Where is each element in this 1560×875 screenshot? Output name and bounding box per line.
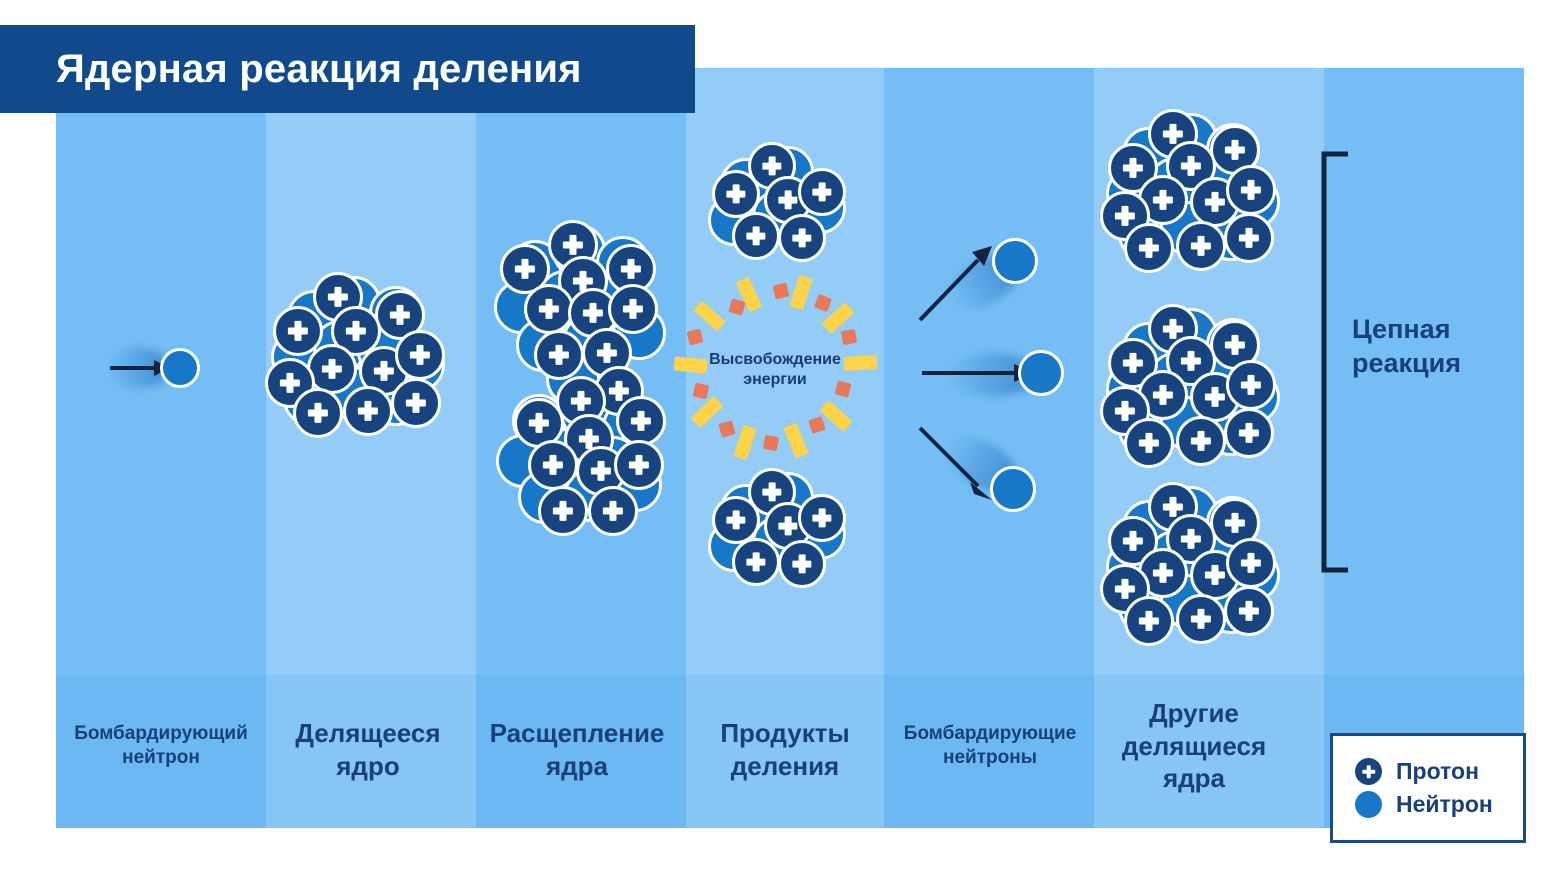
stage-column-1 — [56, 68, 266, 828]
other-fissile-nucleus-2 — [1098, 300, 1280, 468]
legend-item-neutron: Нейтрон — [1355, 791, 1523, 818]
stage-label-nucleus-splitting: Расщепление ядра — [489, 718, 665, 781]
stage-label-other-fissile-nuclei: Другие делящиеся ядра — [1121, 698, 1267, 793]
emitted-neutron-1 — [916, 238, 1040, 324]
stage-label-fissile-nucleus: Делящееся ядро — [295, 718, 441, 781]
chain-reaction-label: Цепная реакция — [1352, 314, 1461, 378]
stage-label-bombarding-neutron: Бомбардирующий нейтрон — [74, 723, 248, 768]
title-banner: Ядерная реакция деления — [0, 25, 695, 113]
other-fissile-nucleus-1 — [1098, 105, 1280, 273]
emitted-neutron-3 — [916, 424, 1040, 512]
energy-release-label: Высвобождение энергии — [709, 351, 841, 388]
energy-release-burst: Высвобождение энергии — [673, 272, 878, 464]
neutron-circle — [160, 348, 200, 388]
chain-reaction-bracket — [1321, 151, 1348, 573]
splitting-nucleus-cluster — [490, 218, 666, 548]
other-fissile-nucleus-3 — [1098, 478, 1280, 646]
emitted-neutron-arrow-3-icon — [918, 426, 992, 500]
fissile-nucleus-cluster — [265, 268, 445, 438]
stage-label-bombarding-neutrons: Бомбардирующие нейтроны — [903, 723, 1077, 768]
neutron-circle — [990, 466, 1036, 512]
stage-column-7 — [1324, 68, 1524, 828]
bombarding-neutron-particle — [108, 342, 200, 394]
emitted-neutron-arrow-1-icon — [918, 246, 992, 322]
proton-circle-plus-icon — [1355, 758, 1382, 785]
stage-label-fission-products: Продукты деления — [720, 718, 850, 781]
legend-label-proton: Протон — [1396, 758, 1479, 784]
page-title: Ядерная реакция деления — [56, 46, 582, 91]
emitted-neutron-2 — [922, 350, 1064, 398]
fission-product-top-cluster — [706, 142, 846, 262]
legend-box: Протон Нейтрон — [1330, 733, 1526, 843]
neutron-circle — [1018, 350, 1064, 396]
neutron-circle — [992, 238, 1038, 284]
legend-label-neutron: Нейтрон — [1396, 791, 1493, 817]
neutron-circle-icon — [1355, 791, 1382, 818]
stage-column-2 — [266, 68, 476, 828]
legend-item-proton: Протон — [1355, 758, 1523, 785]
fission-product-bottom-cluster — [706, 468, 846, 588]
